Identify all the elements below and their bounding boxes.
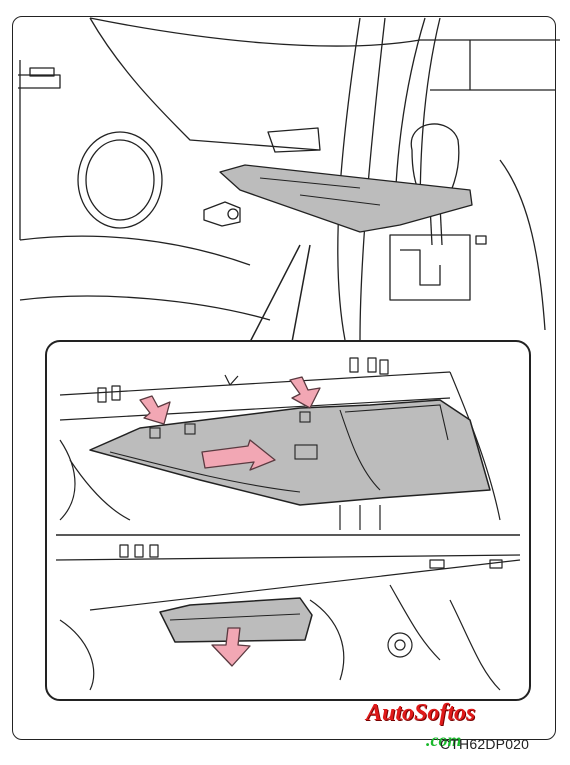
figure-code: CTH62DP020 xyxy=(440,736,530,752)
lower-detail xyxy=(55,544,521,691)
lower-panel xyxy=(89,399,491,506)
watermark-suffix: .com xyxy=(426,730,462,750)
arrow-down-right xyxy=(289,376,321,409)
callout-lines xyxy=(249,244,311,343)
glovebox-tray xyxy=(159,597,313,643)
arrow-pull-out xyxy=(201,439,276,471)
panel-details xyxy=(109,404,449,493)
push-arrows xyxy=(139,376,321,471)
watermark-brand: AutoSoftos xyxy=(366,700,476,726)
detail-box xyxy=(45,340,531,701)
arrow-down-left xyxy=(139,395,171,425)
upper-detail xyxy=(59,357,501,530)
lower-panel-overview xyxy=(219,164,473,233)
overview-dashboard xyxy=(18,17,560,341)
pull-arrow-down xyxy=(211,627,251,667)
